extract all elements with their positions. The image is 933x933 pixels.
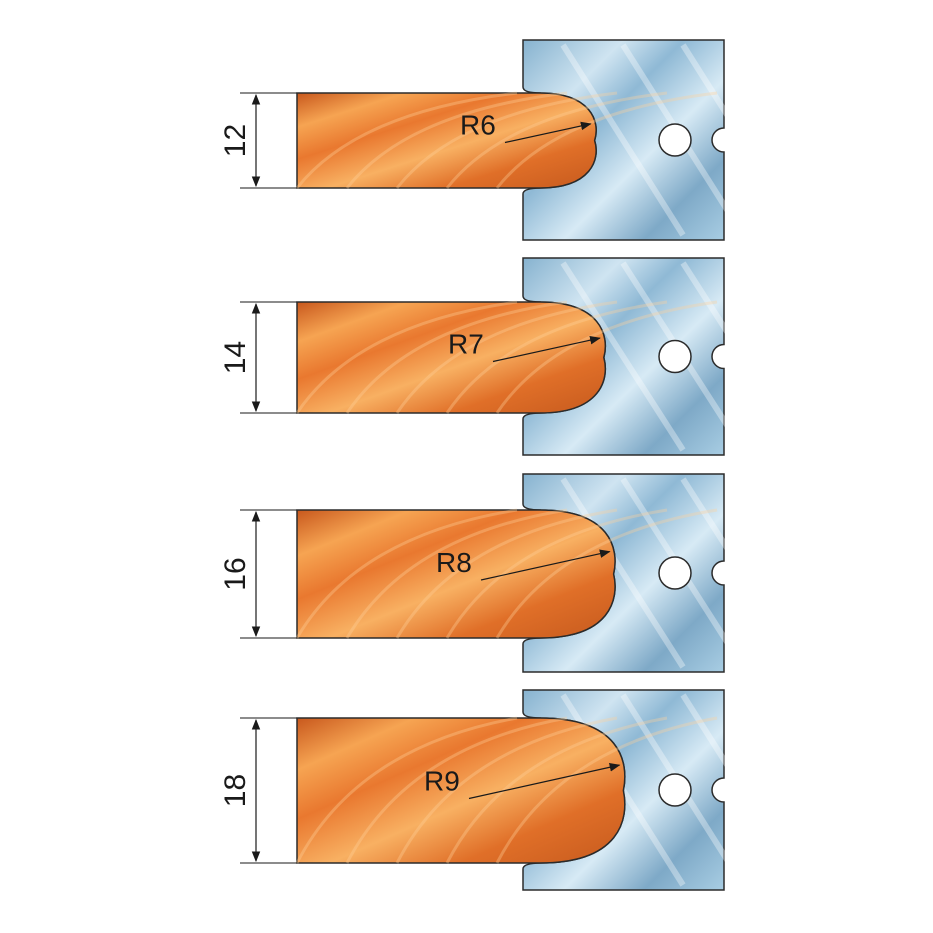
steel-highlight — [560, 477, 686, 669]
height-label: 16 — [219, 557, 252, 590]
steel-highlight — [680, 693, 806, 887]
wood-profile — [296, 717, 626, 864]
wood-grain — [495, 300, 718, 414]
wood-grain — [295, 716, 518, 864]
wood-profile — [296, 509, 616, 639]
height-label: 18 — [219, 774, 252, 807]
profile-1: 12 R6 — [219, 39, 806, 241]
wood-grain — [395, 716, 618, 864]
wood-grain — [345, 300, 568, 414]
height-label: 14 — [219, 341, 252, 374]
wood-grain — [295, 91, 518, 189]
wood-grain — [445, 91, 668, 189]
mounting-hole — [658, 773, 692, 807]
wood-grain — [395, 508, 618, 639]
radius-leader — [480, 549, 611, 581]
wood-grain — [445, 716, 668, 864]
wood-grain — [495, 508, 718, 639]
profile-2: 14 R7 — [219, 257, 806, 456]
steel-highlight — [560, 261, 686, 452]
radius-leader — [504, 121, 592, 144]
wood-grain — [445, 508, 668, 639]
wood-grain — [395, 300, 618, 414]
height-label: 12 — [219, 124, 252, 157]
steel-highlight — [680, 43, 806, 237]
wood-grain — [445, 300, 668, 414]
steel-highlight — [680, 261, 806, 452]
wood-grain — [495, 716, 718, 864]
steel-highlight — [680, 477, 806, 669]
wood-grain — [295, 508, 518, 639]
wood-grain — [345, 508, 568, 639]
mounting-hole — [658, 339, 692, 374]
radius-label: R7 — [448, 329, 484, 360]
wood-grain — [345, 91, 568, 189]
radius-label: R6 — [460, 110, 496, 141]
wood-grain — [295, 300, 518, 414]
profile-4: 18 R9 — [219, 689, 806, 891]
mounting-hole — [658, 123, 692, 157]
radius-label: R9 — [424, 766, 460, 797]
mounting-hole — [658, 556, 692, 590]
wood-profile — [296, 301, 607, 414]
wood-grain — [345, 716, 568, 864]
wood-profile — [296, 92, 597, 189]
radius-label: R8 — [436, 547, 472, 578]
profile-3: 16 R8 — [219, 473, 806, 673]
steel-highlight — [560, 43, 686, 237]
wood-grain — [395, 91, 618, 189]
radius-leader — [492, 335, 601, 363]
profiles-group: 12 R6 14 R7 16 R8 18 R9 — [219, 39, 806, 891]
radius-leader — [468, 763, 621, 800]
